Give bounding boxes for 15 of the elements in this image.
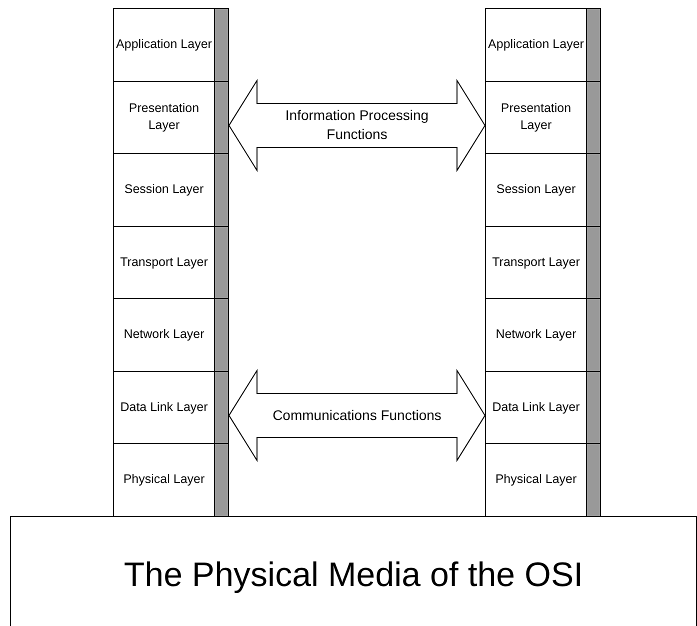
layer-box: Transport Layer: [485, 226, 601, 299]
layer-box: Application Layer: [485, 8, 601, 82]
layer-box: Session Layer: [485, 153, 601, 226]
layer-box: Transport Layer: [113, 226, 229, 299]
layer-box: Physical Layer: [485, 443, 601, 516]
layer-box: Session Layer: [113, 153, 229, 226]
layer-box: Application Layer: [113, 8, 229, 82]
media-box: The Physical Media of the OSI: [10, 516, 697, 626]
layer-box: Network Layer: [485, 298, 601, 372]
layer-box: Physical Layer: [113, 443, 229, 516]
layer-box: Data Link Layer: [113, 370, 229, 444]
layer-box: Presentation Layer: [485, 80, 601, 154]
layer-box: Presentation Layer: [113, 80, 229, 154]
layer-box: Data Link Layer: [485, 370, 601, 444]
layer-box: Network Layer: [113, 298, 229, 372]
